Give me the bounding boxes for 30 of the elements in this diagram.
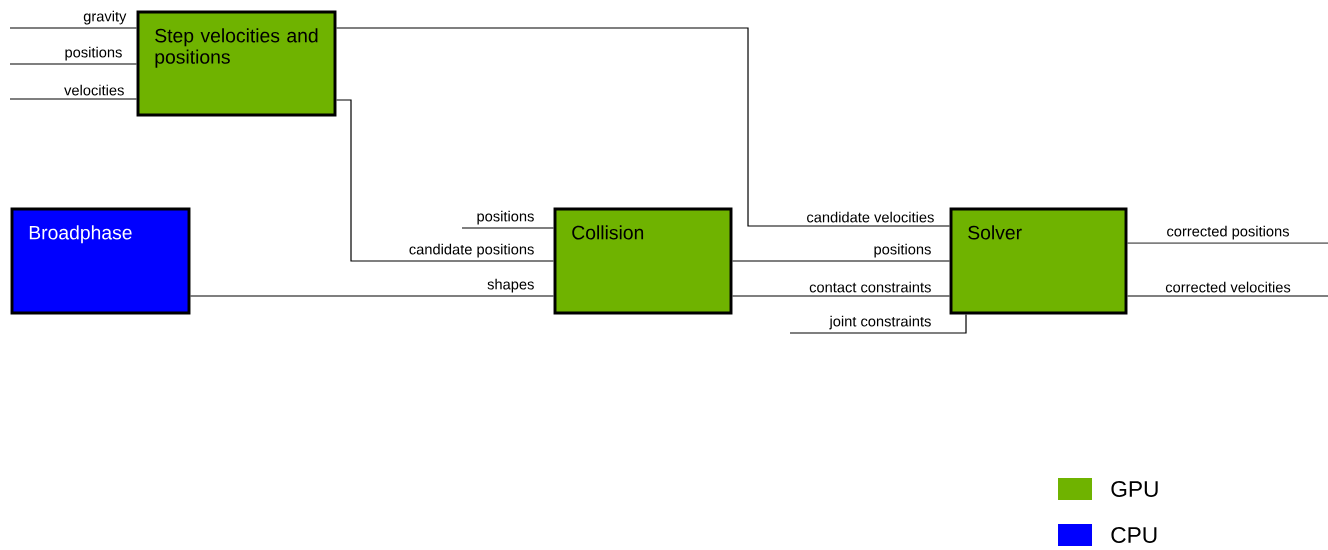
connector-line bbox=[189, 295, 555, 297]
connector-line bbox=[731, 295, 951, 297]
process-box: Solver bbox=[949, 207, 1128, 315]
legend-label: GPU bbox=[1111, 481, 1158, 498]
connector-line bbox=[1126, 295, 1328, 297]
connector-line bbox=[9, 98, 138, 100]
edge-label: shapes bbox=[485, 277, 536, 294]
connector-line bbox=[335, 27, 951, 227]
process-box: Broadphase bbox=[10, 207, 191, 315]
connector-line bbox=[9, 27, 138, 29]
edge-label: velocities bbox=[62, 83, 126, 97]
edge-label: joint constraints bbox=[828, 314, 933, 331]
process-box: Collision bbox=[553, 207, 733, 315]
connector-line bbox=[731, 260, 951, 262]
edge-label: positions bbox=[63, 45, 124, 62]
connector-line bbox=[461, 227, 555, 229]
process-box: Step velocities and positions bbox=[136, 10, 337, 117]
edge-label: candidate velocities bbox=[805, 210, 936, 224]
legend-label: CPU bbox=[1111, 527, 1157, 544]
connector-line bbox=[1126, 242, 1328, 244]
edge-label: gravity bbox=[81, 9, 128, 26]
connector-line bbox=[789, 313, 967, 334]
connector-line bbox=[9, 63, 138, 65]
edge-label: corrected velocities bbox=[1163, 280, 1293, 294]
connector-line bbox=[335, 99, 555, 262]
edge-label: candidate positions bbox=[407, 242, 536, 259]
edge-label: positions bbox=[475, 209, 536, 226]
edge-label: positions bbox=[872, 242, 933, 259]
edge-label: corrected positions bbox=[1165, 224, 1291, 241]
edge-label: contact constraints bbox=[807, 280, 933, 294]
